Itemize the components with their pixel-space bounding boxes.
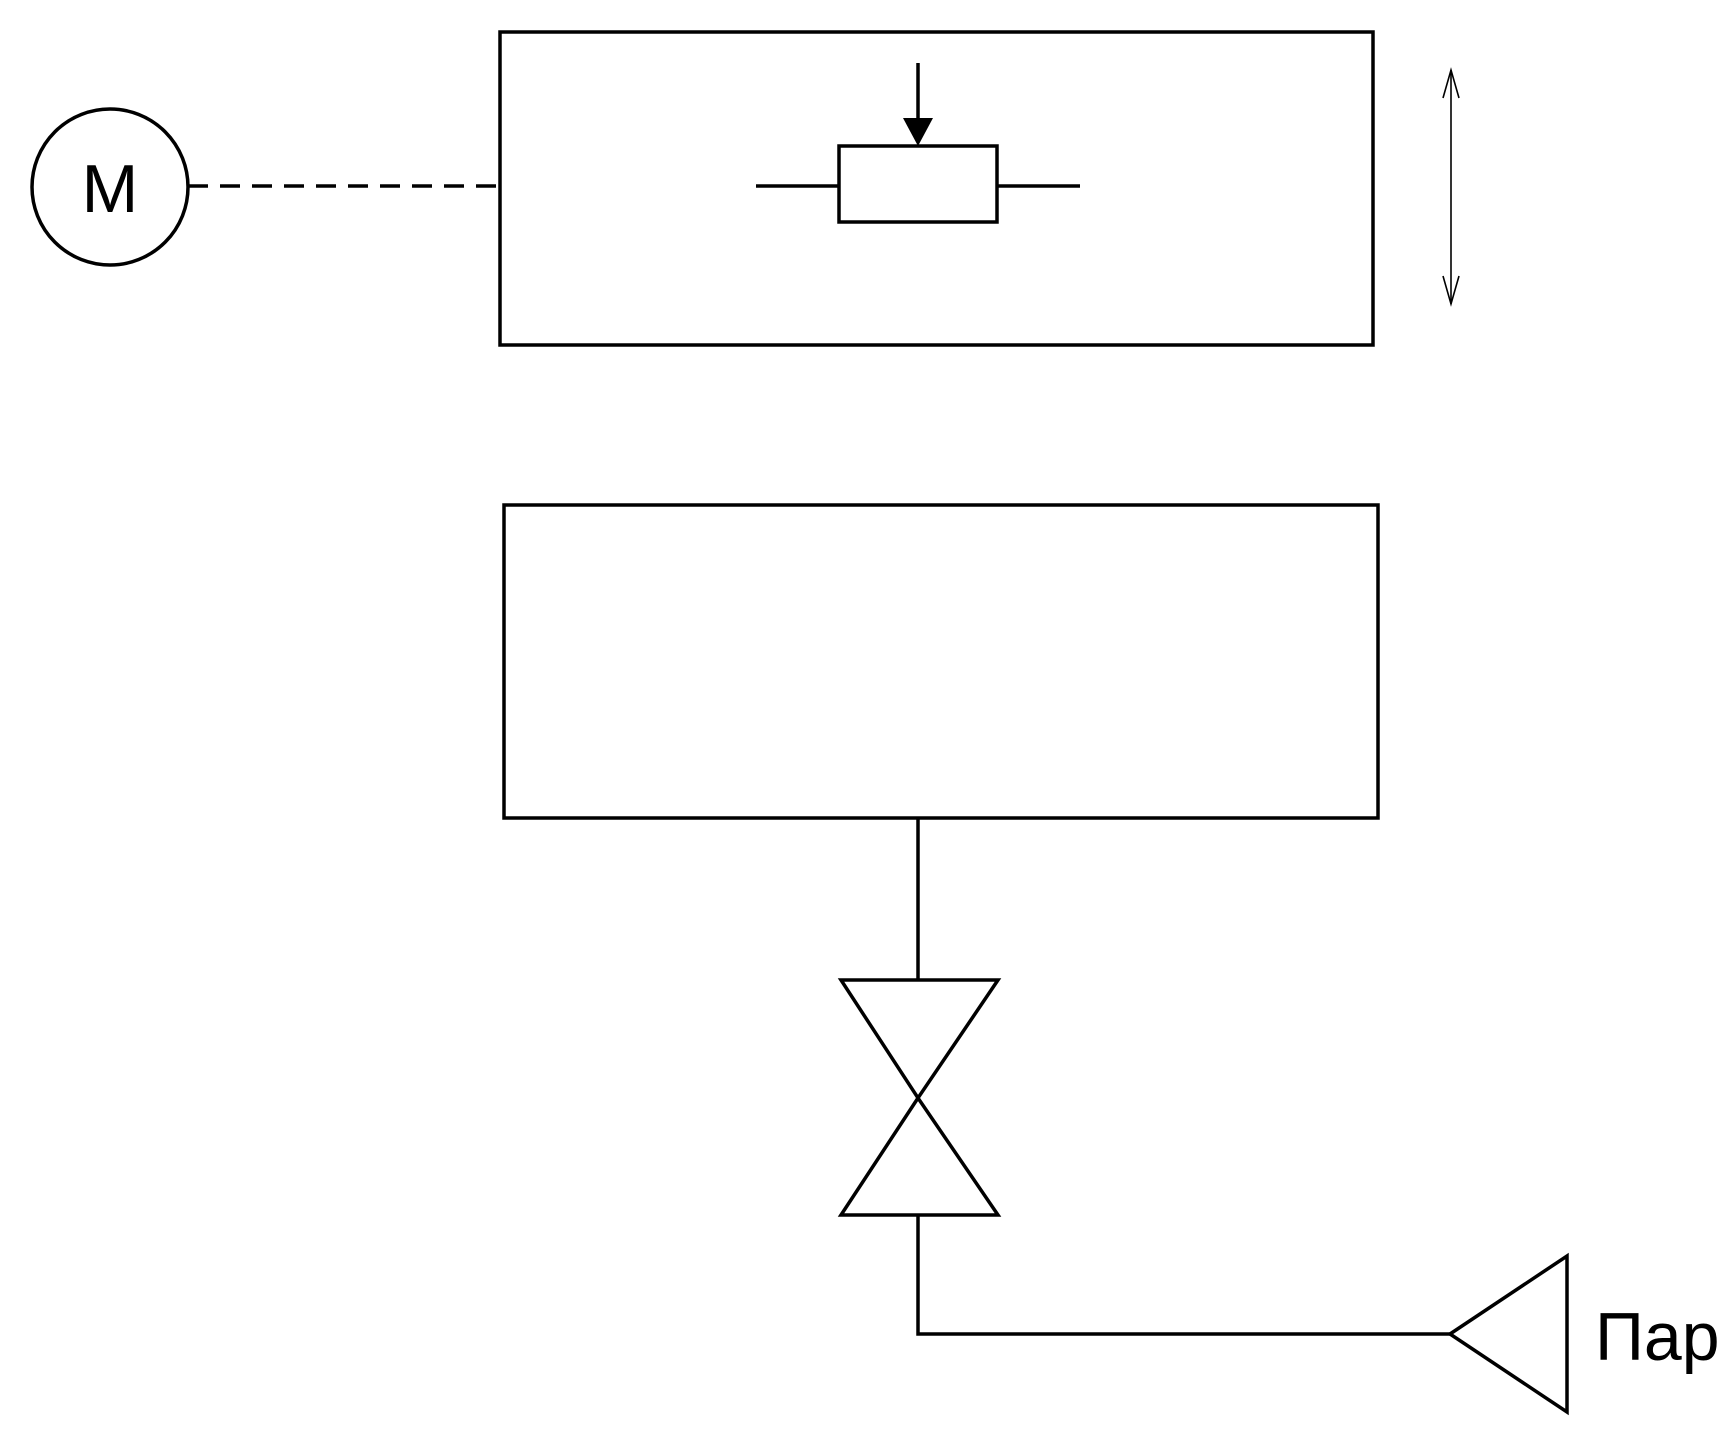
- motor-symbol-icon: M: [30, 107, 190, 267]
- steam-pipe: [916, 1215, 1450, 1336]
- double-arrow-icon: [1442, 67, 1460, 307]
- valve-icon: [837, 978, 1002, 1217]
- upper-block: [498, 30, 1375, 347]
- steam-label: Пар: [1595, 1299, 1720, 1375]
- motor-label: M: [82, 151, 139, 227]
- steam-inlet-icon: [1446, 1252, 1569, 1416]
- variable-resistor-icon: [756, 63, 1080, 224]
- lower-block: [502, 503, 1380, 820]
